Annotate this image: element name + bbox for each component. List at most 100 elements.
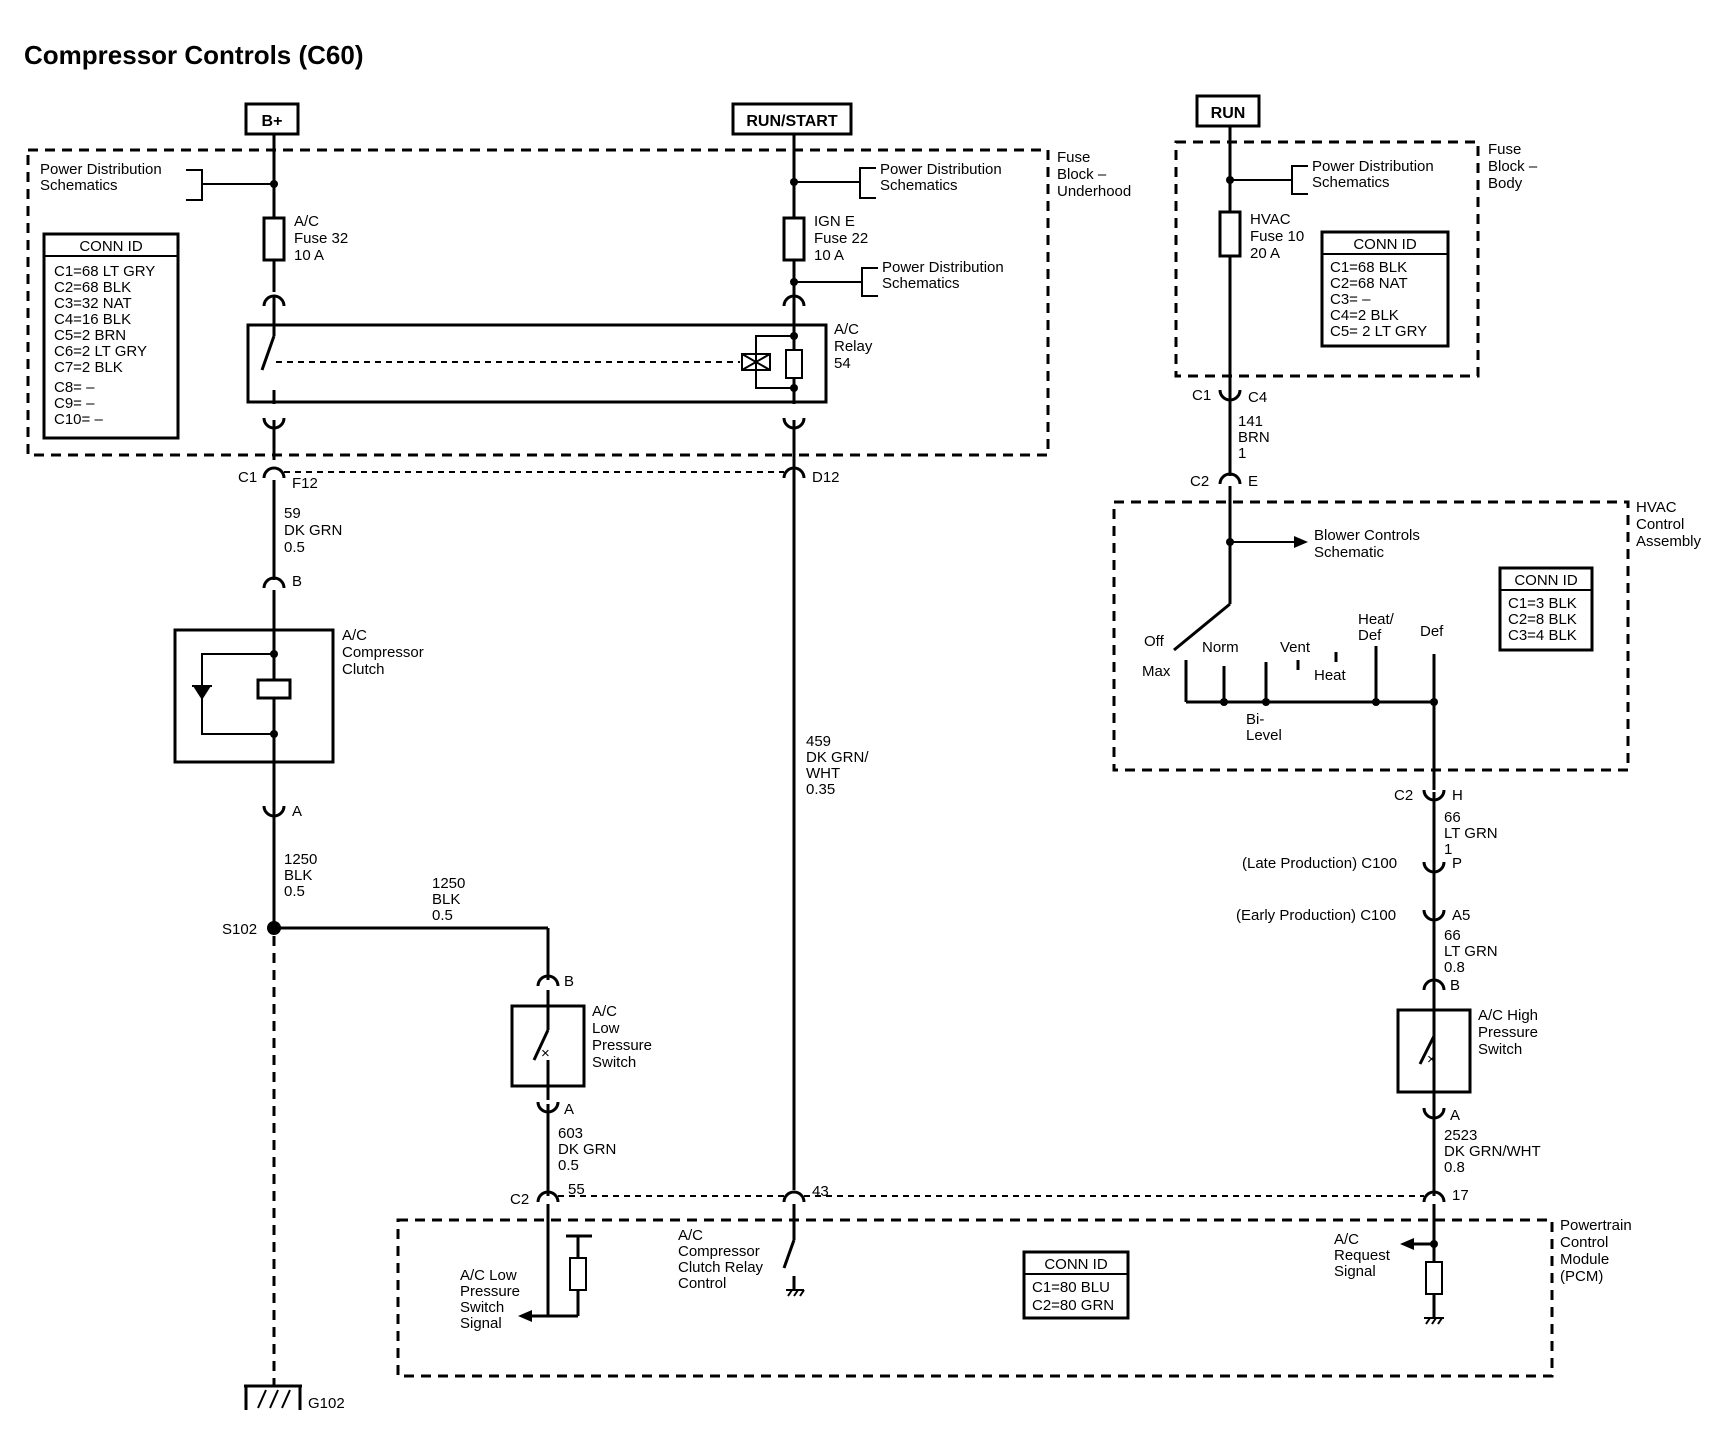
- svg-text:C10= –: C10= –: [54, 411, 103, 428]
- svg-text:459: 459: [806, 733, 831, 750]
- fuse-block-underhood-outline: [26, 148, 1050, 457]
- hvac-e-label: E: [1248, 473, 1258, 490]
- svg-text:C1=68 BLK: C1=68 BLK: [1330, 259, 1407, 276]
- svg-text:Underhood: Underhood: [1057, 183, 1131, 200]
- svg-text:C1=68 LT GRY: C1=68 LT GRY: [54, 263, 155, 280]
- svg-text:Switch: Switch: [1478, 1041, 1522, 1058]
- pds-left-label: Power Distribution Schematics: [40, 161, 162, 194]
- hvac-c2h-label: C2: [1394, 787, 1413, 804]
- svg-text:C1=80 BLU: C1=80 BLU: [1032, 1279, 1110, 1296]
- svg-text:×: ×: [541, 1045, 550, 1062]
- svg-text:(PCM): (PCM): [1560, 1268, 1603, 1285]
- svg-text:Schematics: Schematics: [880, 177, 958, 194]
- fuse-ac-label: A/C Fuse 32 10 A: [294, 213, 348, 264]
- svg-text:2523: 2523: [1444, 1127, 1477, 1144]
- svg-text:Off: Off: [1144, 633, 1165, 650]
- run-start-label: RUN/START: [746, 113, 837, 130]
- svg-text:Heat/: Heat/: [1358, 611, 1395, 628]
- f12-label: F12: [292, 475, 318, 492]
- high-a-label: A: [1450, 1107, 1460, 1124]
- high-switch-label: A/C High Pressure Switch: [1478, 1007, 1538, 1058]
- c100-early-label: (Early Production) C100: [1236, 907, 1396, 924]
- high-b-label: B: [1450, 977, 1460, 994]
- svg-text:LT GRN: LT GRN: [1444, 825, 1498, 842]
- conn-id-pcm: CONN ID C1=80 BLU C2=80 GRN: [1022, 1250, 1130, 1320]
- svg-text:Body: Body: [1488, 175, 1523, 192]
- svg-text:Power Distribution: Power Distribution: [880, 161, 1002, 178]
- svg-text:Switch: Switch: [592, 1054, 636, 1071]
- svg-text:Request: Request: [1334, 1247, 1391, 1264]
- svg-text:C3=32 NAT: C3=32 NAT: [54, 295, 132, 312]
- svg-text:0.5: 0.5: [284, 539, 305, 556]
- fuse-block-underhood-name: Fuse Block – Underhood: [1057, 149, 1131, 200]
- low-a-label: A: [564, 1101, 574, 1118]
- hvac-h-label: H: [1452, 787, 1463, 804]
- run-source: RUN: [1195, 94, 1261, 128]
- fuse-ign-label: IGN E Fuse 22 10 A: [814, 213, 868, 264]
- svg-text:A/C Low: A/C Low: [460, 1267, 517, 1284]
- svg-text:WHT: WHT: [806, 765, 840, 782]
- svg-text:66: 66: [1444, 809, 1461, 826]
- svg-text:C6=2 LT GRY: C6=2 LT GRY: [54, 343, 147, 360]
- svg-text:C4=16 BLK: C4=16 BLK: [54, 311, 131, 328]
- run-start-source: RUN/START: [731, 102, 853, 136]
- svg-text:Control: Control: [1560, 1234, 1608, 1251]
- svg-text:1250: 1250: [284, 851, 317, 868]
- pin-43-label: 43: [812, 1183, 829, 1200]
- svg-text:Pressure: Pressure: [592, 1037, 652, 1054]
- wire-141-label: 141 BRN 1: [1238, 413, 1270, 462]
- svg-text:Compressor: Compressor: [342, 644, 424, 661]
- svg-text:141: 141: [1238, 413, 1263, 430]
- hvac-control-outline: [1112, 500, 1630, 772]
- svg-text:0.5: 0.5: [432, 907, 453, 924]
- conn-id-body: CONN ID C1=68 BLK C2=68 NAT C3= – C4=2 B…: [1320, 230, 1450, 348]
- svg-text:Fuse 22: Fuse 22: [814, 230, 868, 247]
- svg-text:A/C: A/C: [294, 213, 319, 230]
- bplus-source: B+: [244, 102, 300, 136]
- pds-body-label: Power Distribution Schematics: [1312, 158, 1434, 191]
- low-b-label: B: [564, 973, 574, 990]
- fuse-ac-icon: [262, 216, 286, 262]
- svg-text:C5=2 BRN: C5=2 BRN: [54, 327, 126, 344]
- svg-text:C4=2 BLK: C4=2 BLK: [1330, 307, 1399, 324]
- clutch-a-label: A: [292, 803, 302, 820]
- svg-text:C5= 2 LT GRY: C5= 2 LT GRY: [1330, 323, 1427, 340]
- svg-text:C2=8 BLK: C2=8 BLK: [1508, 611, 1577, 628]
- svg-text:Level: Level: [1246, 727, 1282, 744]
- body-c4-label: C4: [1248, 389, 1267, 406]
- relay-control-label: A/C Compressor Clutch Relay Control: [678, 1227, 764, 1292]
- svg-text:×: ×: [1427, 1051, 1436, 1068]
- run-label: RUN: [1211, 105, 1246, 122]
- svg-text:603: 603: [558, 1125, 583, 1142]
- pcm-outline: [396, 1218, 1554, 1378]
- svg-text:CONN ID: CONN ID: [1044, 1256, 1108, 1273]
- ground-g102-icon: [244, 1384, 302, 1410]
- conn-id-hvac: CONN ID C1=3 BLK C2=8 BLK C3=4 BLK: [1498, 566, 1594, 652]
- relay-label: A/C Relay 54: [834, 321, 873, 372]
- arrow-request-icon: [1400, 1238, 1414, 1250]
- svg-text:A/C: A/C: [592, 1003, 617, 1020]
- svg-text:0.35: 0.35: [806, 781, 835, 798]
- fuse-hvac-label: HVAC Fuse 10 20 A: [1250, 211, 1304, 262]
- compressor-clutch-box: [173, 628, 335, 764]
- wire-459-label: 459 DK GRN/ WHT 0.35: [806, 733, 869, 798]
- pcm-name: Powertrain Control Module (PCM): [1560, 1217, 1632, 1285]
- svg-text:CONN ID: CONN ID: [79, 238, 143, 255]
- svg-text:Clutch Relay: Clutch Relay: [678, 1259, 764, 1276]
- svg-text:Powertrain: Powertrain: [1560, 1217, 1632, 1234]
- svg-text:C2=80 GRN: C2=80 GRN: [1032, 1297, 1114, 1314]
- svg-text:Switch: Switch: [460, 1299, 504, 1316]
- high-pressure-switch-box: [1396, 1008, 1472, 1094]
- c100-p-label: P: [1452, 855, 1462, 872]
- low-signal-label: A/C Low Pressure Switch Signal: [460, 1267, 520, 1332]
- pds-right-mid-label: Power Distribution Schematics: [882, 259, 1004, 292]
- svg-text:1: 1: [1238, 445, 1246, 462]
- svg-text:Def: Def: [1358, 627, 1382, 644]
- svg-text:Control: Control: [678, 1275, 726, 1292]
- svg-text:59: 59: [284, 505, 301, 522]
- pcm-c2-label: C2: [510, 1191, 529, 1208]
- svg-text:Assembly: Assembly: [1636, 533, 1702, 550]
- svg-text:A/C: A/C: [342, 627, 367, 644]
- svg-text:C9= –: C9= –: [54, 395, 95, 412]
- svg-text:C8= –: C8= –: [54, 379, 95, 396]
